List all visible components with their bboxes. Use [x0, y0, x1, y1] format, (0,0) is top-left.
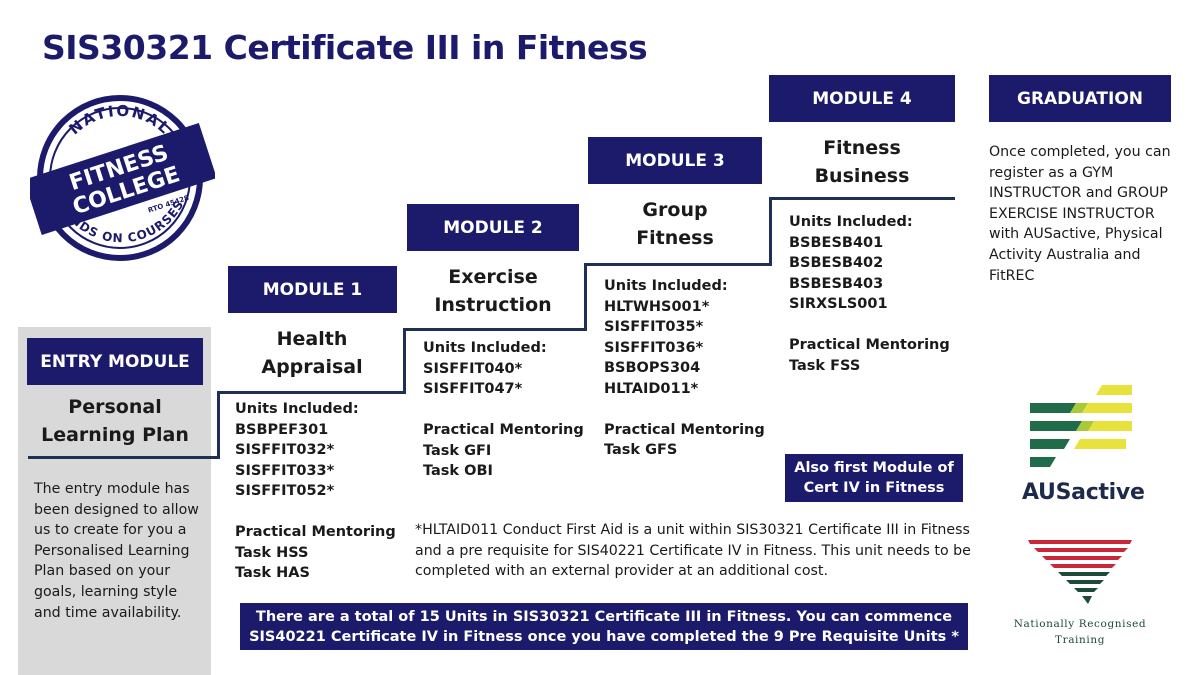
step-line [584, 263, 772, 266]
module-3-units: Units Included: HLTWHS001* SISFFIT035* S… [604, 278, 765, 458]
step-line [584, 263, 587, 331]
module-2-name: Exercise Instruction [434, 266, 552, 316]
first-aid-footnote: *HLTAID011 Conduct First Aid is a unit w… [415, 522, 971, 580]
entry-module-panel [18, 327, 211, 675]
cert4-note-badge: Also first Module of Cert IV in Fitness [785, 454, 963, 502]
module-4-label: MODULE 4 [769, 75, 955, 122]
module-3-label: MODULE 3 [588, 137, 762, 184]
module-1-units: Units Included: BSBPEF301 SISFFIT032* SI… [235, 401, 396, 581]
module-2-label: MODULE 2 [407, 204, 579, 251]
step-line [403, 328, 406, 394]
step-line [217, 391, 220, 459]
entry-module-label: ENTRY MODULE [27, 338, 203, 385]
step-line [403, 328, 587, 331]
module-3-name: Group Fitness [636, 199, 714, 249]
step-line [769, 197, 772, 266]
graduation-text: Once completed, you can register as a GY… [989, 144, 1171, 284]
step-line [769, 197, 955, 200]
module-4-units: Units Included: BSBESB401 BSBESB402 BSBE… [789, 214, 950, 374]
ausactive-name: AUSactive [1022, 480, 1145, 505]
nrt-text: Nationally Recognised Training [1013, 618, 1147, 646]
ausactive-logo [1030, 385, 1132, 467]
module-2-units: Units Included: SISFFIT040* SISFFIT047* … [423, 340, 584, 479]
national-fitness-college-logo: NATIONAL HANDS ON COURSES FITNESS COLLEG… [30, 95, 215, 261]
graduation-label: GRADUATION [989, 75, 1171, 122]
nrt-logo [1028, 540, 1132, 604]
entry-module-name: Personal Learning Plan [41, 396, 189, 446]
total-units-banner: There are a total of 15 Units in SIS3032… [240, 603, 968, 650]
entry-module-description: The entry module has been designed to al… [34, 481, 199, 621]
module-1-name: Health Appraisal [261, 328, 363, 378]
module-4-name: Fitness Business [814, 137, 910, 187]
page-title: SIS30321 Certificate III in Fitness [42, 28, 648, 67]
module-1-label: MODULE 1 [228, 266, 397, 313]
step-line [28, 456, 220, 459]
step-line [217, 391, 406, 394]
